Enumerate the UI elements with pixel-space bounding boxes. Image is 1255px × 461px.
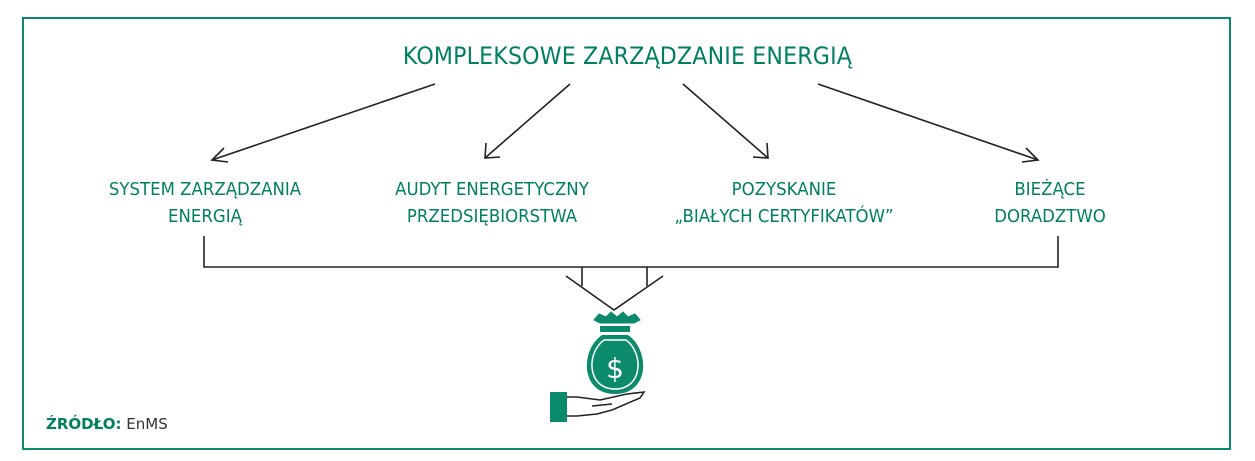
arrow-2 bbox=[484, 83, 571, 159]
frame-border bbox=[22, 17, 1231, 450]
arrow-3 bbox=[682, 83, 769, 159]
item-line: ENERGIĄ bbox=[168, 206, 242, 227]
merge-arrow bbox=[565, 267, 664, 311]
money-bag-icon: $ bbox=[586, 311, 644, 394]
source-note: ŹRÓDŁO: EnMS bbox=[46, 415, 168, 433]
item-line: „BIAŁYCH CERTYFIKATÓW” bbox=[674, 206, 894, 227]
item-line: PRZEDSIĘBIORSTWA bbox=[406, 206, 578, 227]
item-line: POZYSKANIE bbox=[731, 179, 837, 200]
bracket bbox=[203, 236, 1059, 268]
item-doradztwo: BIEŻĄCE DORADZTWO bbox=[912, 176, 1188, 230]
item-line: AUDYT ENERGETYCZNY bbox=[395, 179, 589, 200]
item-system-zarzadzania: SYSTEM ZARZĄDZANIA ENERGIĄ bbox=[67, 176, 343, 230]
arrow-4 bbox=[817, 83, 1040, 163]
item-audyt: AUDYT ENERGETYCZNY PRZEDSIĘBIORSTWA bbox=[354, 176, 630, 230]
hand-icon bbox=[550, 391, 646, 422]
item-line: DORADZTWO bbox=[994, 206, 1106, 227]
source-label: ŹRÓDŁO: bbox=[46, 415, 122, 433]
arrow-1 bbox=[210, 83, 436, 163]
svg-text:$: $ bbox=[606, 352, 624, 385]
diagram-title: KOMPLEKSOWE ZARZĄDZANIE ENERGIĄ bbox=[402, 42, 853, 70]
source-value: EnMS bbox=[126, 415, 168, 433]
item-line: BIEŻĄCE bbox=[1014, 179, 1086, 200]
item-certyfikaty: POZYSKANIE „BIAŁYCH CERTYFIKATÓW” bbox=[646, 176, 922, 230]
item-line: SYSTEM ZARZĄDZANIA bbox=[108, 179, 302, 200]
